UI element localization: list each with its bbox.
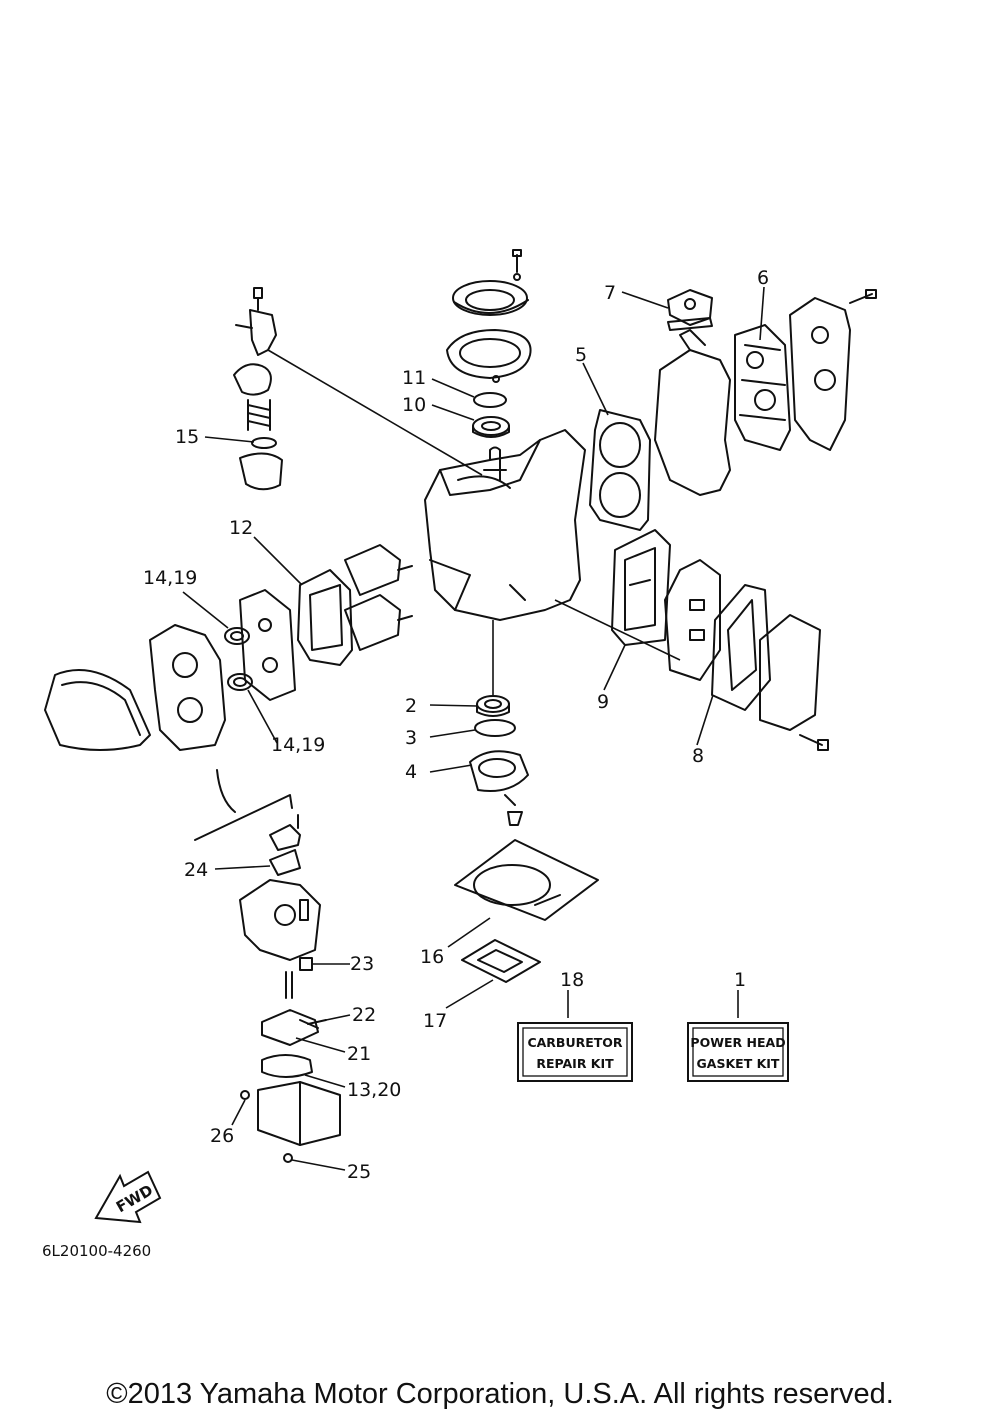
lower-housing-4 [469,750,529,826]
callout-9: 9 [597,691,609,713]
callout-26: 26 [210,1125,234,1147]
callout-11: 11 [402,367,426,389]
seal-14-19-upper [224,627,250,645]
exhaust-gasket-8 [711,584,771,711]
head-cover-gasket-6 [734,324,791,451]
head-gasket-5 [589,409,651,531]
callout-3: 3 [405,727,417,749]
callout-18: 18 [560,969,584,991]
callout-24: 24 [184,859,208,881]
exhaust-gasket-9 [611,529,671,646]
fwd-label: FWD [113,1181,156,1216]
callout-12: 12 [229,517,253,539]
callout-22: 22 [352,1004,376,1026]
callout-7: 7 [604,282,616,304]
seal-14-19-lower [227,673,253,691]
float-gasket-13-20 [261,1054,313,1078]
copyright-notice: ©2013 Yamaha Motor Corporation, U.S.A. A… [106,1378,894,1410]
callout-labels: 7 6 11 10 5 15 12 14,19 14,19 9 2 3 4 8 … [143,267,769,1183]
cylinder-block [424,429,586,621]
powerhead-kit-line1: POWER HEAD [690,1035,785,1050]
thermostat-assembly [233,287,283,491]
callout-2: 2 [405,695,417,717]
reed-valve-assembly [344,544,413,651]
callout-8: 8 [692,745,704,767]
carb-kit-line1: CARBURETOR [527,1035,622,1050]
powerhead-kit-line2: GASKET KIT [697,1056,780,1071]
leader-lines [182,286,765,1171]
callout-10: 10 [402,394,426,416]
power-head-gasket-kit-box: POWER HEAD GASKET KIT [687,1022,789,1082]
reed-valve-plate-12 [297,569,353,666]
cylinder-head [654,329,731,496]
upper-seal-cover [452,280,529,316]
upper-gasket-plate [446,329,532,383]
fwd-arrow-icon: FWD [94,1170,162,1224]
callout-4: 4 [405,761,417,783]
bowl-screw-26 [240,1090,250,1100]
o-ring-3 [474,719,516,737]
exhaust-inner-cover [664,559,721,681]
float-21 [261,1009,319,1046]
callout-5: 5 [575,344,587,366]
drawing-code: 6L20100-4260 [42,1242,151,1260]
drain-screw-25 [283,1153,293,1163]
callout-14-19-top: 14,19 [143,567,197,589]
jet-23 [285,957,313,999]
float-bowl [257,1081,341,1146]
oil-seal-2 [476,695,510,717]
gasket-17 [461,939,541,983]
callout-16: 16 [420,946,444,968]
o-ring-11 [473,392,507,408]
callout-13-20: 13,20 [347,1079,401,1101]
head-cover [789,289,877,451]
callout-21: 21 [347,1043,371,1065]
exhaust-outer-cover [759,614,829,751]
callout-25: 25 [347,1161,371,1183]
float-pin-22 [307,1019,327,1025]
callout-6: 6 [757,267,769,289]
carburetor-repair-kit-box: CARBURETOR REPAIR KIT [517,1022,633,1082]
carb-top-cover-24 [269,814,301,876]
carb-kit-line2: REPAIR KIT [536,1056,614,1071]
callout-1: 1 [734,969,746,991]
upper-bolt [512,249,522,281]
carb-body-assembly [239,879,321,961]
silencer-cover [44,669,151,751]
callout-17: 17 [423,1010,447,1032]
callout-15: 15 [175,426,199,448]
oil-seal-10 [472,416,510,438]
thermostat-cover-7 [667,289,713,331]
kit-bracket [194,769,293,841]
intake-manifold [239,589,296,701]
callout-14-19-bottom: 14,19 [271,734,325,756]
callout-23: 23 [350,953,374,975]
base-gasket-16 [454,839,599,921]
carburetor-body [149,624,226,751]
